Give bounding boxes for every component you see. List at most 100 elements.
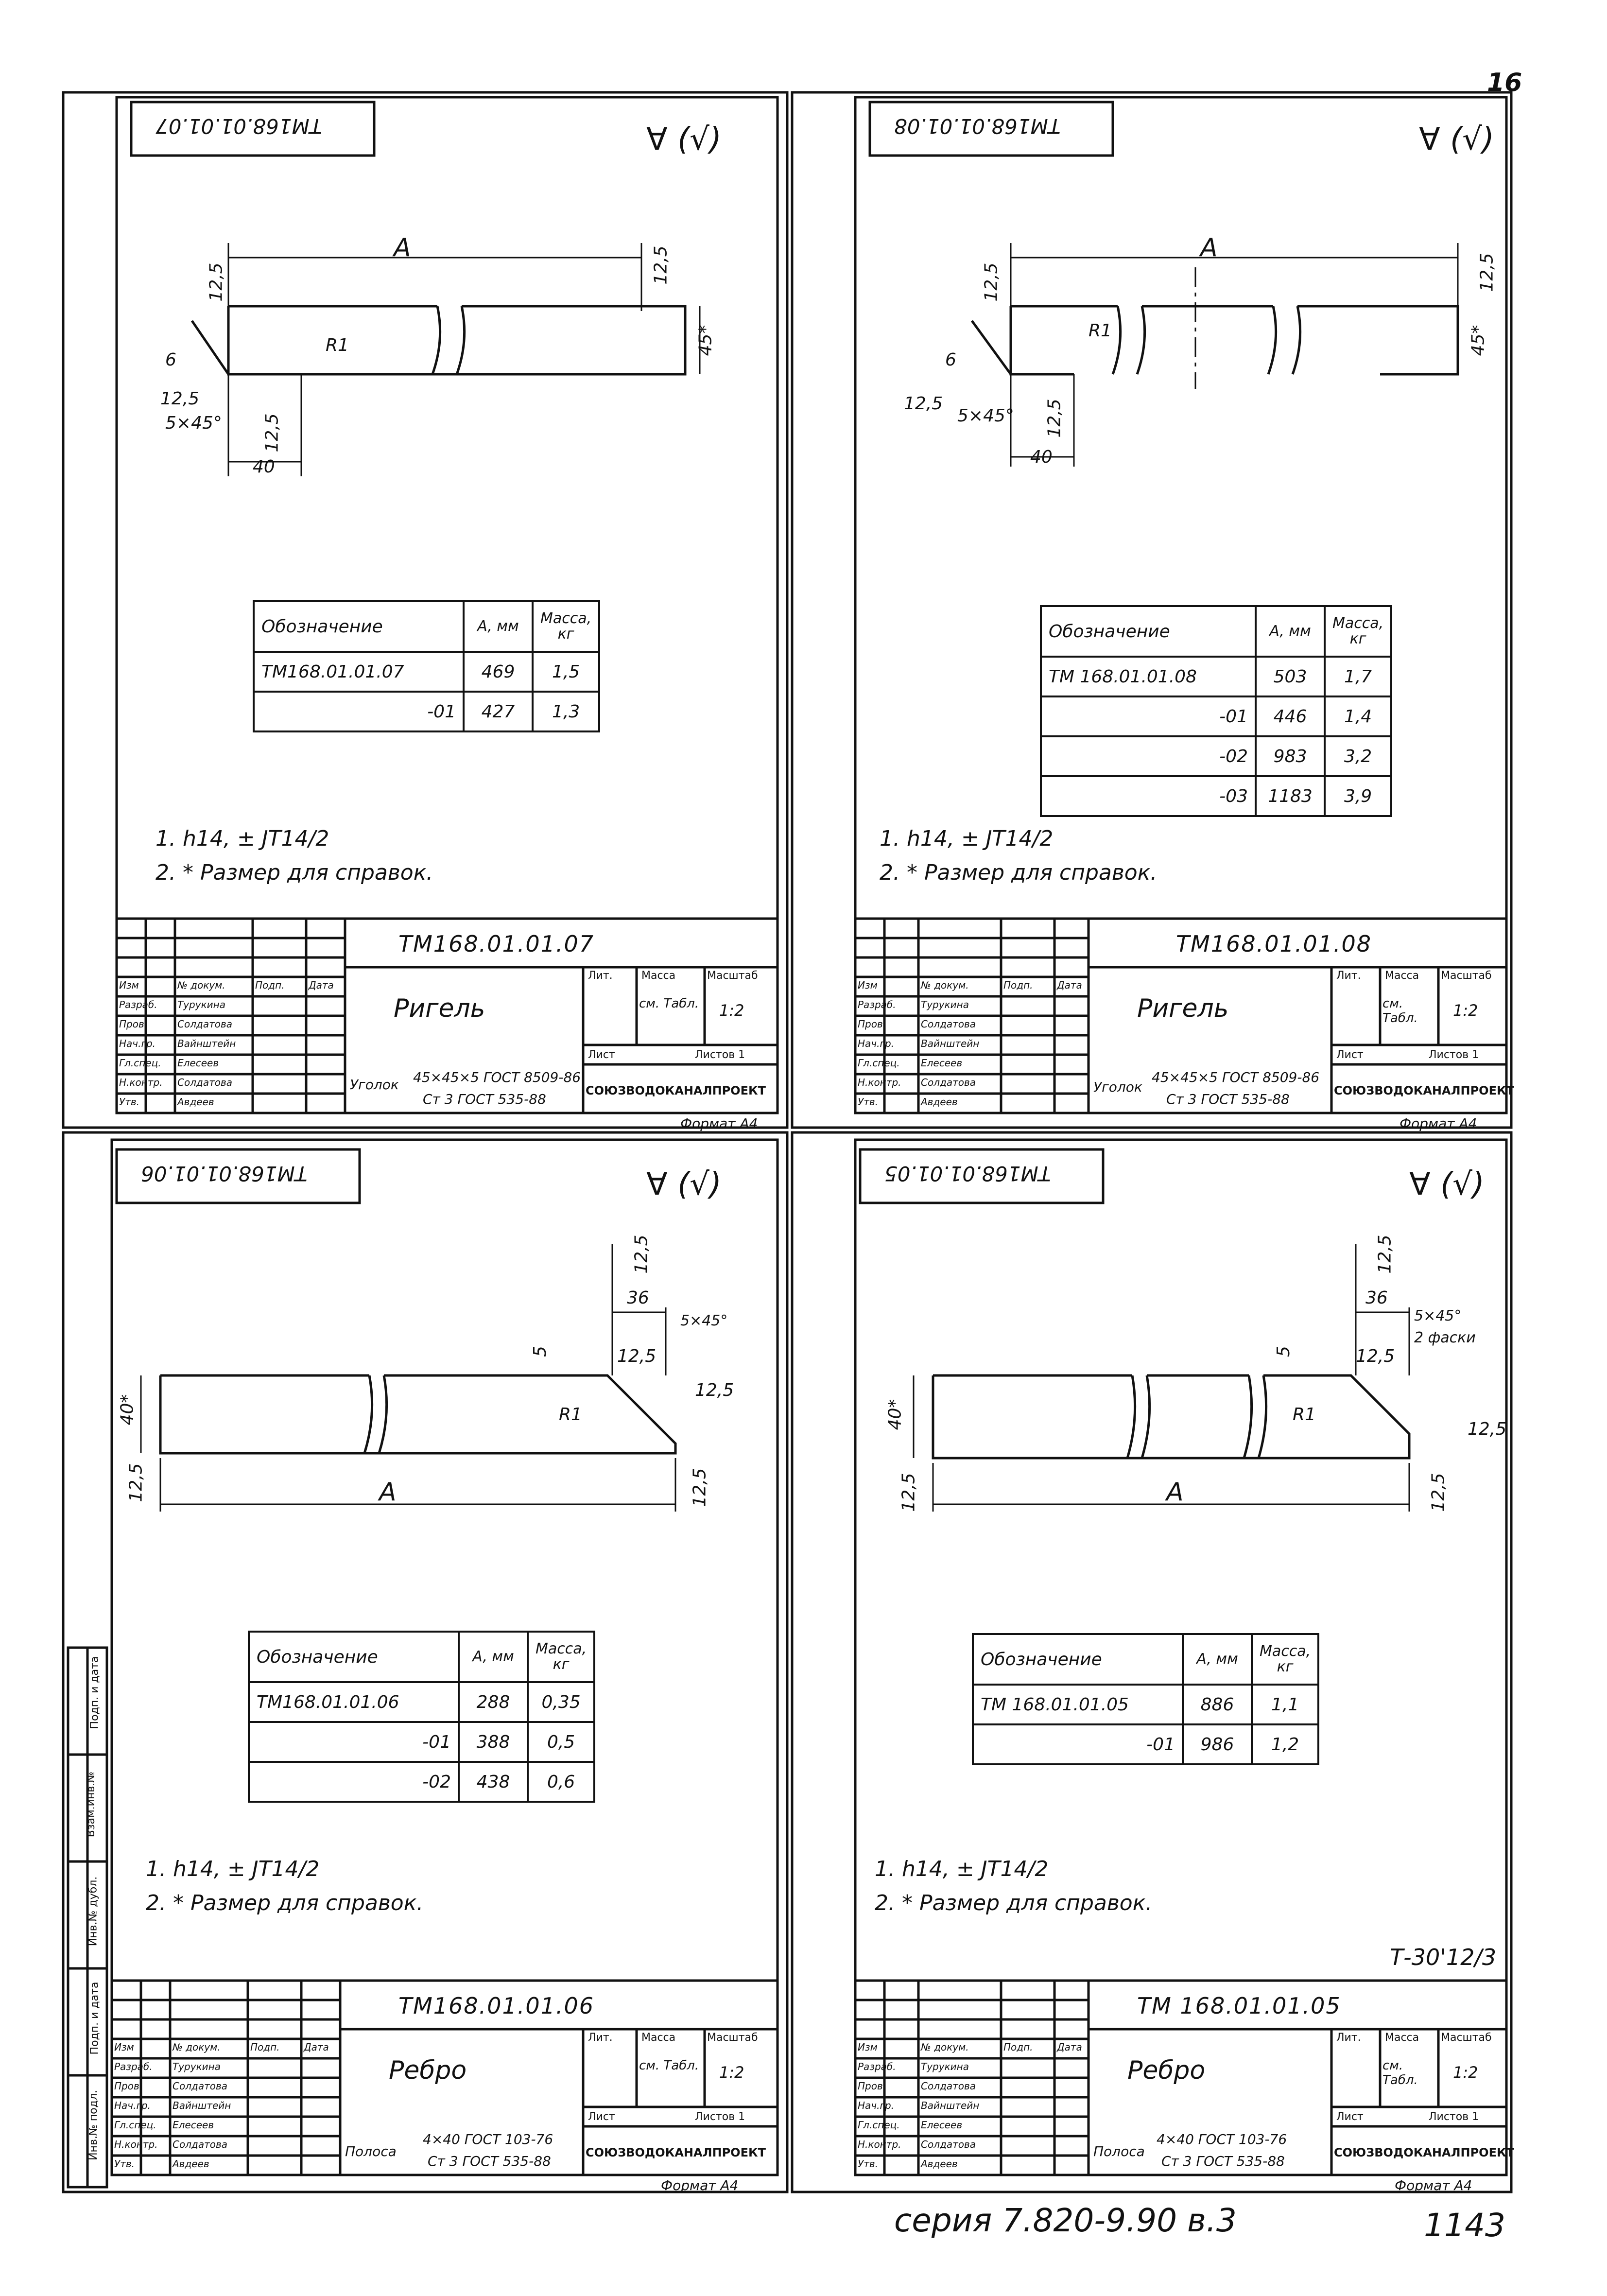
roughness-symbol: ∀ (√) xyxy=(646,1166,722,1202)
person-name: Авдеев xyxy=(177,1096,214,1108)
dimension-thickness: 6 xyxy=(165,350,176,370)
role-label: Нач.гр. xyxy=(114,2100,151,2111)
dimension-roughness: 12,5 xyxy=(631,1235,652,1274)
cell-mass: 3,9 xyxy=(1323,775,1393,817)
dimension-roughness: 12,5 xyxy=(695,1380,734,1400)
label-izm: Изм xyxy=(119,979,139,991)
cell-designation: ТМ168.01.01.07 xyxy=(253,651,465,693)
sheet-label: ТМ168.01.01.05 xyxy=(884,1162,1051,1185)
role-label: Гл.спец. xyxy=(858,2119,900,2131)
person-name: Елесеев xyxy=(177,1057,219,1069)
spec-table: Обозначение A, мм Масса, кг ТМ 168.01.01… xyxy=(972,1633,1320,1765)
dimension-roughness: 12,5 xyxy=(899,1473,919,1512)
label-data: Дата xyxy=(1057,979,1082,991)
role-label: Нач.гр. xyxy=(858,2100,895,2111)
label-sheets: Листов 1 xyxy=(695,1049,745,1061)
dimension-chamfer: 5×45° xyxy=(165,413,222,433)
header-mass: Масса, кг xyxy=(526,1631,596,1683)
dimension-height: 40* xyxy=(117,1394,138,1426)
role-label: Разраб. xyxy=(858,999,896,1010)
label-mass: Масса xyxy=(641,970,676,982)
person-name: Вайнштейн xyxy=(177,1038,236,1049)
role-label: Разраб. xyxy=(114,2061,153,2072)
header-mass: Масса, кг xyxy=(531,600,601,653)
dimension-length: 36 xyxy=(1365,1288,1388,1308)
person-name: Авдеев xyxy=(921,2158,958,2170)
role-label: Гл.спец. xyxy=(114,2119,156,2131)
material-sub: Ст 3 ГОСТ 535-88 xyxy=(1161,2153,1285,2169)
spec-table: Обозначение A, мм Масса, кг ТМ168.01.01.… xyxy=(248,1631,596,1803)
title-block-code: ТМ 168.01.01.05 xyxy=(1137,1993,1341,2019)
dimension-roughness: 12,5 xyxy=(160,389,200,409)
cell-designation: -02 xyxy=(248,1761,460,1803)
label-sheets: Листов 1 xyxy=(695,2111,745,2123)
cell-designation: -01 xyxy=(253,691,465,732)
dimension-a: A xyxy=(394,233,411,262)
person-name: Авдеев xyxy=(173,2158,209,2170)
person-name: Вайнштейн xyxy=(921,1038,980,1049)
role-label: Утв. xyxy=(858,1096,878,1108)
cell-designation: -03 xyxy=(1040,775,1257,817)
label-podp: Подп. xyxy=(1003,979,1033,991)
role-label: Утв. xyxy=(114,2158,135,2170)
title-block-scale: 1:2 xyxy=(719,1001,744,1020)
cell-mass: 0,35 xyxy=(526,1681,596,1723)
dimension-radius: R1 xyxy=(1293,1405,1316,1425)
cell-mass: 1,7 xyxy=(1323,656,1393,697)
header-designation: Обозначение xyxy=(253,600,465,653)
person-name: Авдеев xyxy=(921,1096,958,1108)
title-block-scale: 1:2 xyxy=(719,2063,744,2082)
header-designation: Обозначение xyxy=(972,1633,1184,1686)
title-block-code: ТМ168.01.01.06 xyxy=(398,1993,595,2019)
table-row: -01 388 0,5 xyxy=(248,1721,596,1763)
table-header: Обозначение A, мм Масса, кг xyxy=(972,1633,1320,1686)
role-label: Утв. xyxy=(119,1096,139,1108)
dimension-roughness: 12,5 xyxy=(690,1468,710,1507)
title-block-name: Ребро xyxy=(1127,2056,1206,2085)
cell-designation: ТМ168.01.01.06 xyxy=(248,1681,460,1723)
role-label: Разраб. xyxy=(119,999,157,1010)
table-row: -01 427 1,3 xyxy=(253,691,601,732)
label-scale: Масштаб xyxy=(1441,2032,1492,2044)
note-1: 1. h14, ± JT14/2 xyxy=(880,826,1054,851)
cell-a: 503 xyxy=(1255,656,1326,697)
person-name: Солдатова xyxy=(921,2080,976,2092)
label-scale: Масштаб xyxy=(1441,970,1492,982)
dimension-roughness: 12,5 xyxy=(1468,1419,1507,1439)
table-header: Обозначение A, мм Масса, кг xyxy=(1040,605,1393,658)
cell-a: 438 xyxy=(458,1761,529,1803)
dimension-thickness: 6 xyxy=(945,350,956,370)
title-block-code: ТМ168.01.01.07 xyxy=(398,931,595,957)
dimension-height: 45* xyxy=(1468,325,1488,356)
dimension-roughness: 12,5 xyxy=(1044,399,1065,438)
cell-a: 469 xyxy=(463,651,534,693)
material-main: 4×40 ГОСТ 103-76 xyxy=(1157,2131,1287,2147)
dimension-chamfer: 5×45° xyxy=(1414,1307,1462,1324)
side-stamp-field: Подп. и дата xyxy=(88,1656,101,1729)
note-2: 2. * Размер для справок. xyxy=(156,860,433,885)
role-label: Разраб. xyxy=(858,2061,896,2072)
table-row: ТМ168.01.01.06 288 0,35 xyxy=(248,1681,596,1723)
format-label: Формат А4 xyxy=(661,2177,739,2193)
dimension-chamfer-count: 2 фаски xyxy=(1414,1329,1476,1346)
label-sheet: Лист xyxy=(588,2111,615,2123)
spec-table: Обозначение A, мм Масса, кг ТМ168.01.01.… xyxy=(253,600,601,732)
side-stamp-field: Взам.инв.№ xyxy=(85,1771,98,1838)
person-name: Солдатова xyxy=(921,2139,976,2150)
dimension-a: A xyxy=(379,1478,397,1507)
table-row: ТМ 168.01.01.08 503 1,7 xyxy=(1040,656,1393,697)
label-sheet: Лист xyxy=(1336,1049,1364,1061)
table-header: Обозначение A, мм Масса, кг xyxy=(253,600,601,653)
person-name: Солдатова xyxy=(177,1018,232,1030)
material-sub: Ст 3 ГОСТ 535-88 xyxy=(428,2153,551,2169)
cell-mass: 0,5 xyxy=(526,1721,596,1763)
cell-mass: 1,2 xyxy=(1250,1723,1320,1765)
header-a: A, мм xyxy=(458,1631,529,1683)
label-data: Дата xyxy=(304,2041,329,2053)
note-2: 2. * Размер для справок. xyxy=(146,1891,424,1915)
cell-a: 886 xyxy=(1182,1684,1253,1725)
label-scale: Масштаб xyxy=(707,970,758,982)
title-block-org: СОЮЗВОДОКАНАЛПРОЕКТ xyxy=(1334,1084,1514,1097)
title-block-name: Ригель xyxy=(1137,994,1229,1023)
cell-designation: ТМ 168.01.01.05 xyxy=(972,1684,1184,1725)
